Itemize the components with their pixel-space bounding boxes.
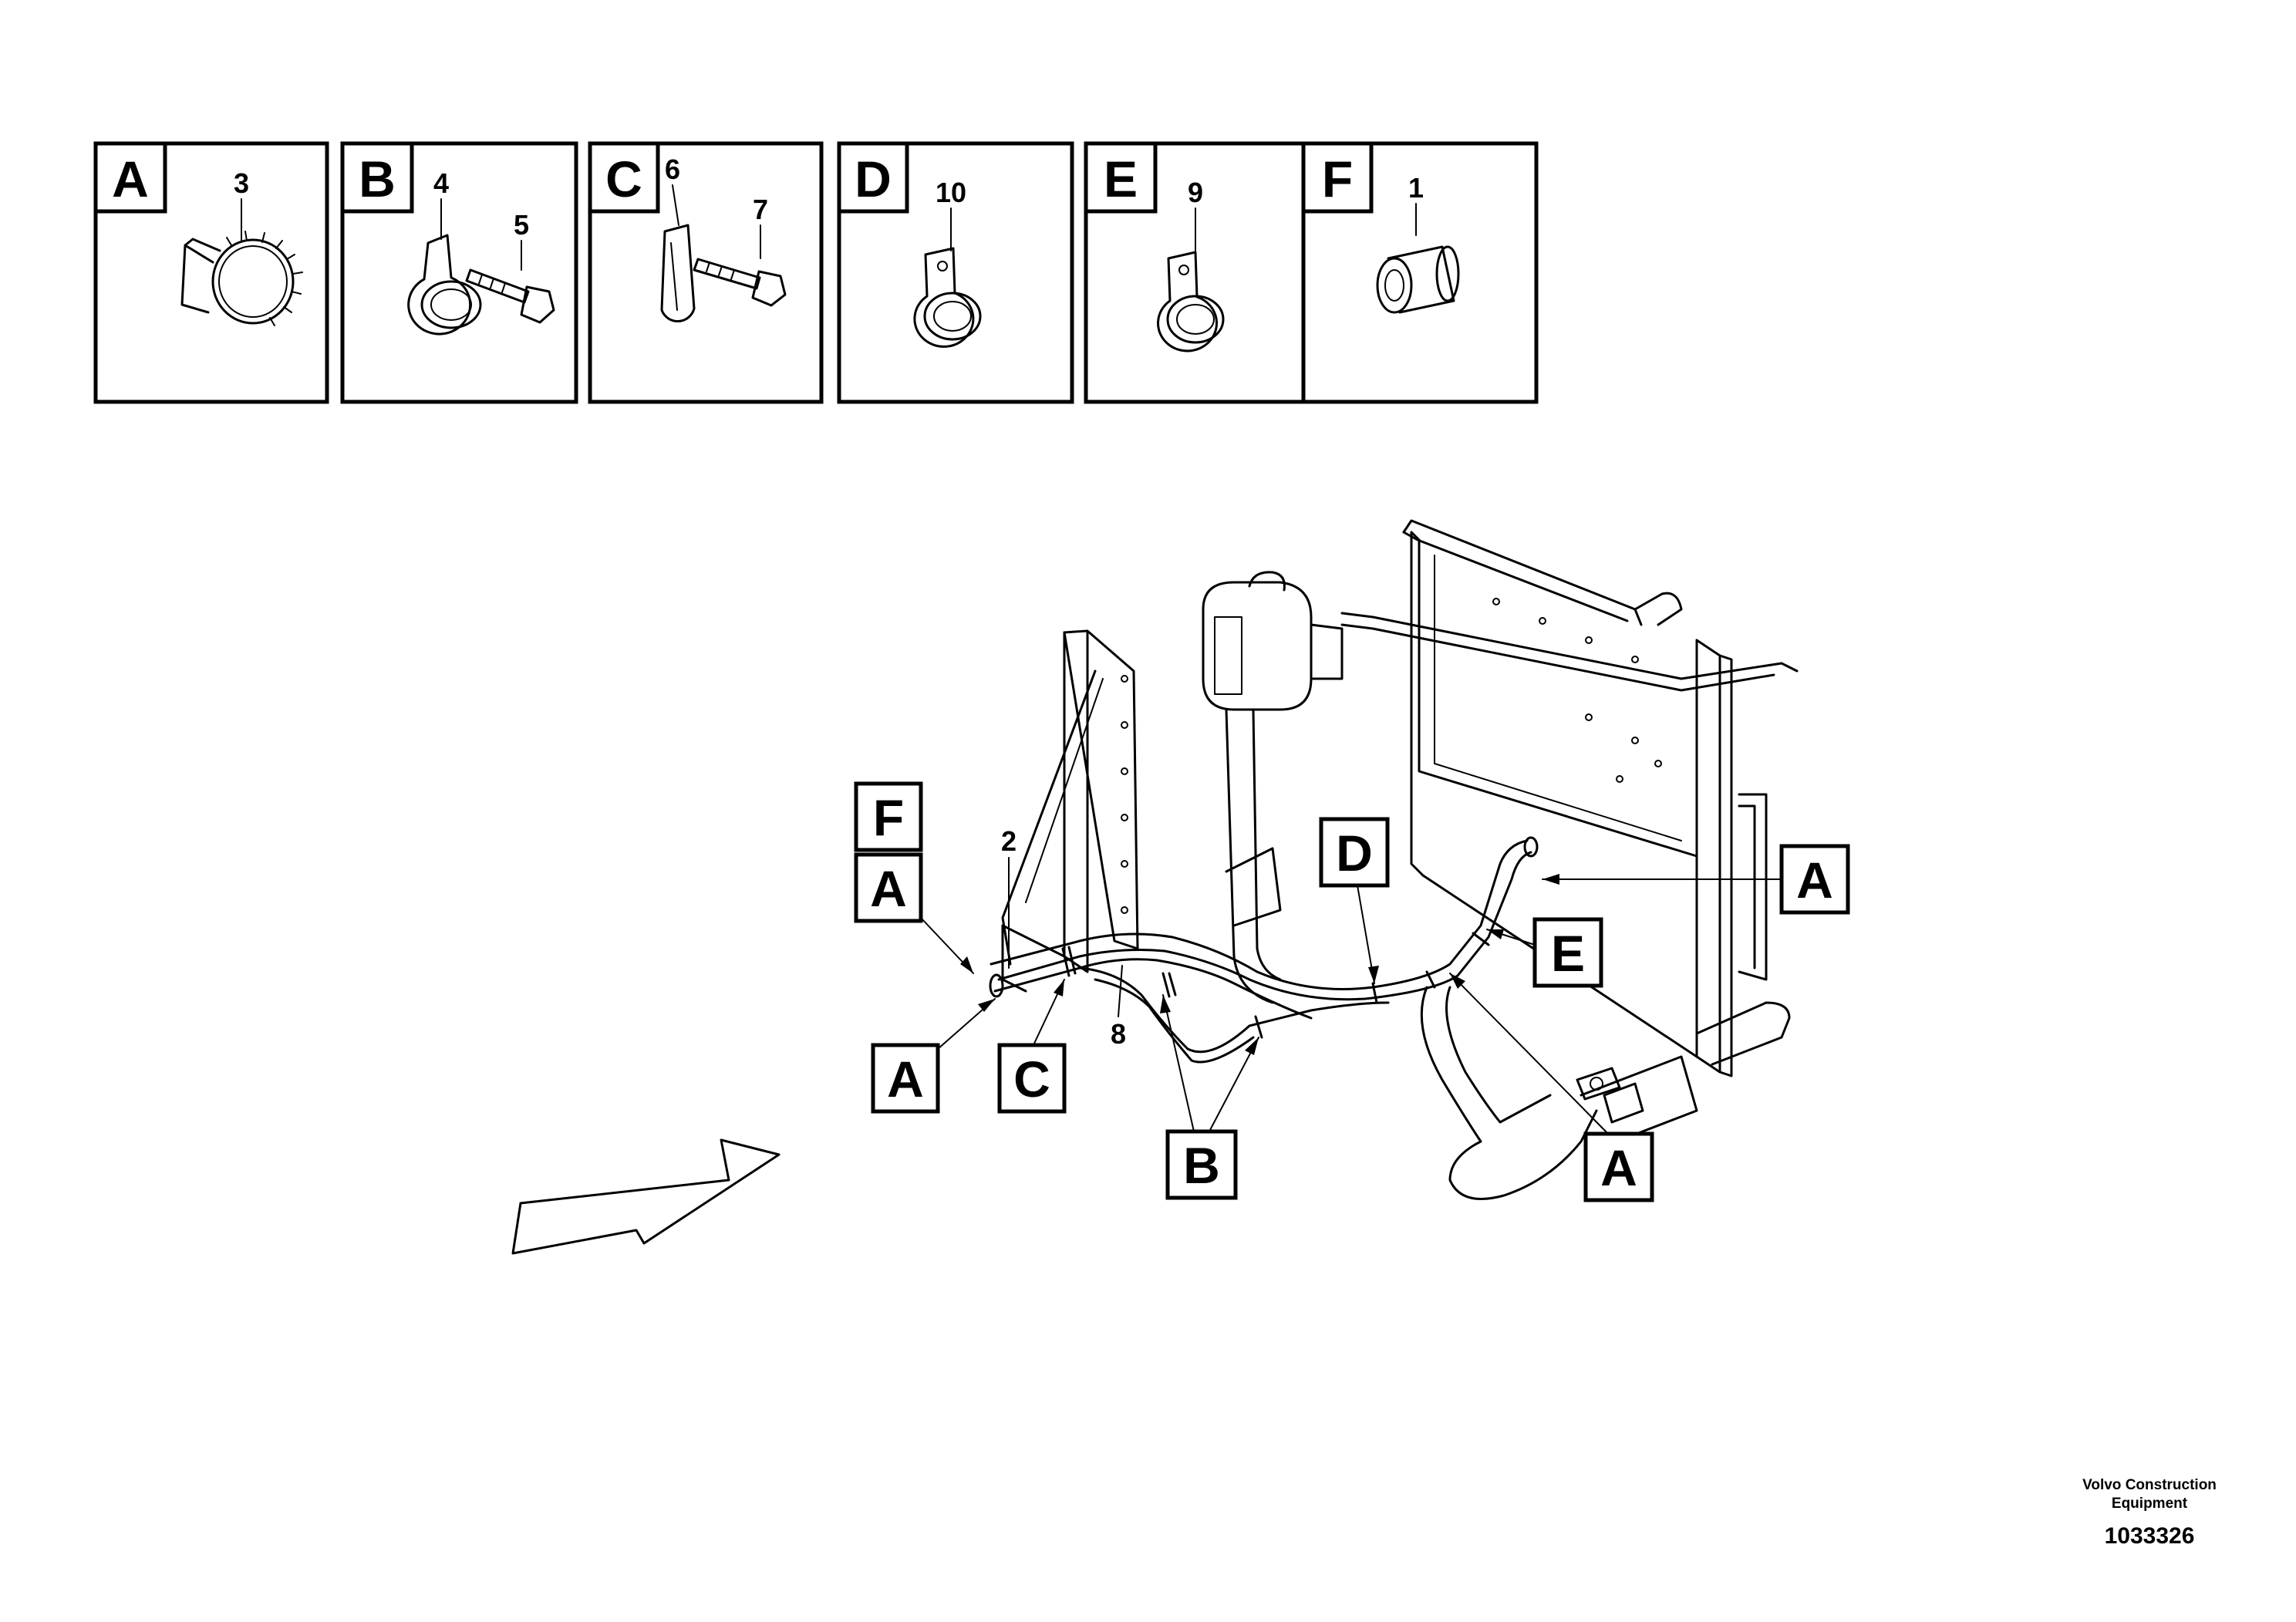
p-clamp-icon	[407, 234, 482, 336]
bolt-icon	[693, 258, 787, 307]
part-label-2: 2	[1001, 825, 1017, 969]
detail-letter-d: D	[855, 150, 892, 207]
mounting-bracket	[1001, 629, 1139, 993]
detail-letter-b: B	[359, 150, 396, 207]
detail-box-c: C 6 7	[588, 141, 824, 404]
svg-text:D: D	[1336, 824, 1373, 882]
callout-a-left-upper: A	[854, 852, 974, 974]
svg-text:8: 8	[1111, 1018, 1126, 1050]
expansion-tank	[1202, 571, 1344, 711]
detail-letter-f: F	[1322, 150, 1353, 207]
bolt-icon	[465, 268, 555, 324]
part-number-4: 4	[433, 167, 449, 199]
svg-text:2: 2	[1001, 825, 1017, 857]
svg-text:E: E	[1551, 925, 1585, 982]
svg-text:A: A	[870, 860, 907, 917]
part-number-6: 6	[665, 153, 680, 185]
svg-text:A: A	[887, 1050, 924, 1108]
part-number-3: 3	[234, 167, 249, 199]
detail-box-b: B 4 5	[340, 141, 578, 404]
company-name-line2: Equipment	[2112, 1496, 2188, 1512]
detail-box-f: F 1	[1301, 141, 1539, 404]
part-number-1: 1	[1408, 172, 1424, 204]
detail-box-d: D 10	[837, 141, 1074, 404]
svg-text:F: F	[873, 789, 904, 846]
hose-clamp-icon	[180, 231, 303, 326]
cable-clamp-icon	[660, 224, 696, 323]
callout-f: F	[854, 781, 923, 852]
rubber-clamp-icon	[913, 247, 982, 348]
svg-text:B: B	[1183, 1137, 1220, 1194]
lower-radiator-hose	[1420, 986, 1791, 1200]
detail-letter-a: A	[112, 150, 149, 207]
part-label-8: 8	[1111, 965, 1126, 1050]
svg-text:C: C	[1013, 1050, 1050, 1108]
document-number: 1033326	[2105, 1523, 2195, 1549]
callout-b: B	[1160, 994, 1259, 1200]
sleeve-icon	[1376, 245, 1460, 314]
heater-hose	[989, 836, 1539, 1064]
svg-text:A: A	[1796, 851, 1833, 909]
footer: Volvo Construction Equipment 1033326	[2082, 1477, 2217, 1549]
callout-c: C	[997, 979, 1067, 1114]
detail-letter-c: C	[605, 150, 642, 207]
rubber-clamp-icon	[1157, 251, 1225, 352]
detail-box-a: A 3	[93, 141, 329, 404]
svg-text:A: A	[1600, 1139, 1637, 1196]
callout-a-right-lower: A	[1449, 973, 1654, 1202]
radiator-frame	[1340, 519, 1799, 1077]
part-number-7: 7	[753, 194, 768, 225]
detail-letter-e: E	[1104, 150, 1138, 207]
callout-a-left-lower: A	[871, 998, 996, 1114]
callout-a-right-upper: A	[1542, 844, 1850, 915]
heater-valve	[1576, 1067, 1644, 1124]
detail-box-e: E 9	[1084, 141, 1320, 404]
direction-arrow-icon	[511, 1138, 781, 1255]
callout-d: D	[1319, 817, 1390, 984]
company-name-line1: Volvo Construction	[2082, 1477, 2217, 1493]
part-number-10: 10	[936, 177, 966, 208]
part-number-9: 9	[1188, 177, 1203, 208]
part-number-5: 5	[514, 209, 529, 241]
callout-e: E	[1486, 917, 1603, 988]
